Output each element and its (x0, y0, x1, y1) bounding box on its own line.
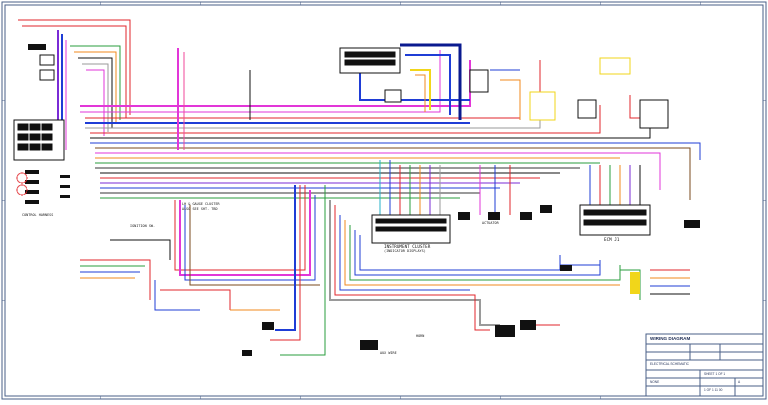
instrument-cluster-connector (371, 214, 451, 244)
title-block-scale: NONE (650, 380, 660, 384)
actuator-label: ACTUATOR (482, 221, 499, 225)
gauge-cluster-label: LH & GAUGE CLUSTER (182, 202, 220, 206)
fuse-relay-panel (13, 119, 65, 161)
top-feeder-wires (177, 43, 660, 150)
aux-wire-label: AUX WIRE (380, 351, 397, 355)
horn-label: HORN (416, 334, 425, 338)
instrument-cluster-sublabel: (INDICATOR DISPLAYS) (384, 249, 426, 253)
title-block-doc-no: 1 OF 1 11 00 (704, 388, 723, 392)
top-connector-module (339, 47, 489, 103)
right-lower-wires (520, 264, 690, 326)
title-block-company: WIRING DIAGRAM (650, 336, 691, 341)
control-harness-label: CONTROL HARNESS (22, 213, 54, 217)
zone-tick-marks (2, 2, 766, 399)
lower-harness-loop (174, 185, 621, 356)
title-block-sheet: SHEET 1 OF 1 (704, 372, 726, 376)
ground-points (16, 172, 28, 196)
title-block (645, 333, 764, 397)
ecm-label: ECM J1 (604, 237, 620, 242)
small-sensor-connectors (242, 205, 700, 356)
title-block-drawing-title: ELECTRICAL SCHEMATIC (650, 362, 689, 366)
relay-boxes (529, 57, 669, 129)
ignition-label: IGNITION SW. (130, 224, 156, 228)
instrument-cluster-label: INSTRUMENT CLUSTER (384, 244, 431, 249)
right-connector-drops (379, 160, 641, 215)
ecm-connector-block (579, 204, 651, 236)
left-lower-wires (80, 239, 280, 311)
switch-bank-connectors (25, 44, 70, 204)
gauge-cluster-sublabel: ALSO SEE SHT. TBD (182, 207, 218, 211)
title-block-rev: A (738, 380, 741, 384)
